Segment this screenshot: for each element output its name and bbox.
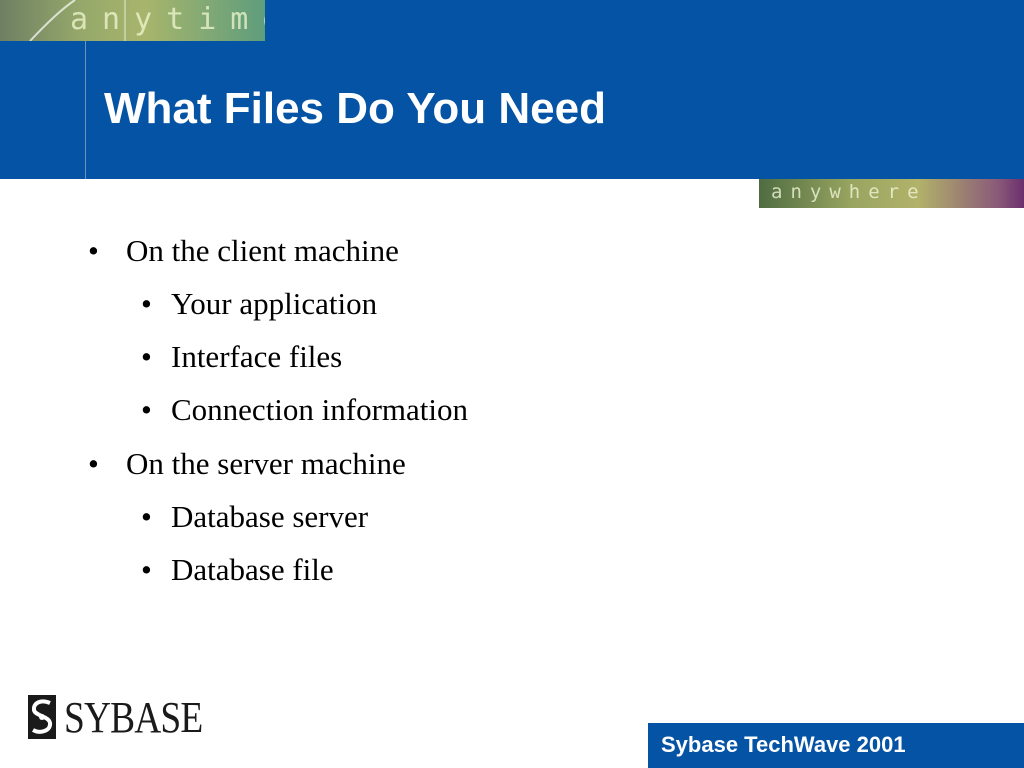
bullet-icon: •: [141, 552, 152, 587]
footer-bar: Sybase TechWave 2001: [648, 723, 1024, 768]
bullet-icon: •: [141, 392, 152, 427]
header-divider-line: [85, 40, 86, 179]
banner-anywhere: anywhere: [759, 179, 1024, 208]
banner-anytime-text: anytime: [70, 2, 265, 37]
banner-anywhere-text: anywhere: [771, 181, 927, 203]
slide-title: What Files Do You Need: [104, 84, 606, 133]
bullet-text: On the server machine: [126, 446, 406, 481]
logo-text: SYBASE: [64, 693, 203, 742]
bullet-text: Your application: [171, 286, 378, 321]
bullet-icon: •: [141, 339, 152, 374]
sybase-logo: SYBASE: [27, 692, 203, 740]
swoosh-graphic-icon: [29, 0, 126, 41]
bullet-text: Interface files: [171, 339, 343, 374]
footer-text: Sybase TechWave 2001: [661, 732, 906, 757]
bullet-icon: •: [88, 446, 99, 481]
bullet-text: Database file: [171, 552, 334, 587]
bullet-text: On the client machine: [126, 233, 399, 268]
bullet-icon: •: [88, 233, 99, 268]
bullet-text: Database server: [171, 499, 369, 534]
sybase-emblem-icon: [28, 695, 56, 739]
bullet-text: Connection information: [171, 392, 469, 427]
bullet-icon: •: [141, 286, 152, 321]
bullet-icon: •: [141, 499, 152, 534]
banner-anytime: anytime: [0, 0, 265, 41]
